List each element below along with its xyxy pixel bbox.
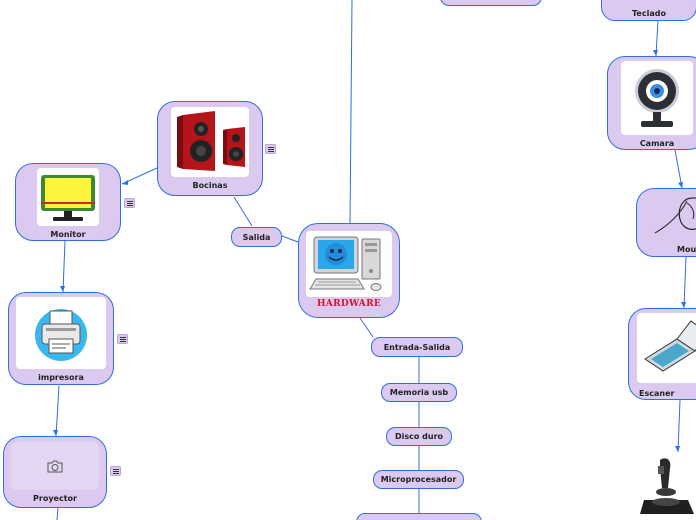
monitor-icon	[37, 168, 99, 226]
note-icon[interactable]	[110, 466, 121, 476]
joystick-icon	[636, 452, 696, 520]
node-escaner[interactable]: Escaner	[628, 308, 696, 400]
printer-icon	[16, 297, 106, 369]
arrowhead	[60, 286, 65, 292]
link-camara-mouse	[674, 149, 683, 189]
scanner-icon	[637, 313, 696, 383]
arrowhead	[653, 50, 658, 56]
item-disco-duro-label: Disco duro	[394, 432, 444, 441]
arrowhead	[53, 430, 58, 436]
link-mouse-escaner	[683, 256, 687, 309]
branch-entrada-salida[interactable]: Entrada-Salida	[371, 337, 463, 357]
link-impresora-proyector	[55, 385, 60, 437]
central-title: HARDWARE	[316, 299, 382, 309]
node-monitor[interactable]: Monitor	[15, 163, 121, 241]
node-camara[interactable]: Camara	[607, 56, 696, 150]
link-hardware-top	[349, 0, 353, 225]
node-proyector[interactable]: Proyector	[3, 436, 107, 508]
item-microprocesador-label: Microprocesador	[380, 475, 457, 484]
central-node-hardware[interactable]: HARDWARE	[298, 223, 400, 318]
item-memoria-usb[interactable]: Memoria usb	[381, 383, 457, 402]
link-salida-bocinas	[233, 196, 253, 227]
arrowhead	[122, 180, 128, 185]
branch-salida-label: Salida	[242, 232, 271, 242]
item-partial[interactable]	[356, 513, 482, 520]
node-mouse-label: Mouse	[677, 245, 696, 254]
node-impresora-label: impresora	[38, 373, 84, 382]
speakers-icon	[171, 107, 249, 177]
arrowhead	[681, 302, 686, 308]
node-camara-label: Camara	[639, 139, 675, 148]
branch-salida[interactable]: Salida	[231, 227, 282, 247]
item-microprocesador[interactable]: Microprocesador	[373, 470, 464, 489]
node-teclado[interactable]: Teclado	[601, 0, 696, 21]
note-icon[interactable]	[265, 144, 276, 154]
node-bocinas[interactable]: Bocinas	[157, 101, 263, 196]
node-mouse[interactable]: Mouse	[636, 188, 696, 257]
link-proyector-down	[56, 507, 59, 520]
node-teclado-label: Teclado	[632, 9, 666, 18]
node-monitor-label: Monitor	[50, 230, 86, 239]
computer-smiley-icon	[306, 231, 392, 297]
webcam-icon	[621, 61, 693, 135]
arrowhead	[675, 446, 680, 452]
mouse-icon	[647, 193, 696, 243]
node-impresora[interactable]: impresora	[8, 292, 114, 385]
link-monitor-impresora	[62, 240, 66, 293]
arrowhead	[678, 182, 683, 188]
node-bocinas-label: Bocinas	[192, 181, 228, 190]
branch-entrada-salida-label: Entrada-Salida	[383, 342, 451, 352]
link-hardware-salida	[281, 235, 299, 243]
link-hardware-entradasalida	[359, 317, 374, 338]
note-icon[interactable]	[117, 334, 128, 344]
note-icon[interactable]	[124, 198, 135, 208]
item-memoria-usb-label: Memoria usb	[389, 388, 449, 397]
item-disco-duro[interactable]: Disco duro	[386, 427, 452, 446]
link-escaner-joystick	[677, 399, 681, 453]
top-fragment-node[interactable]	[440, 0, 542, 6]
camera-placeholder-icon	[11, 442, 99, 490]
node-escaner-label: Escaner	[639, 389, 675, 398]
node-proyector-label: Proyector	[33, 494, 77, 503]
